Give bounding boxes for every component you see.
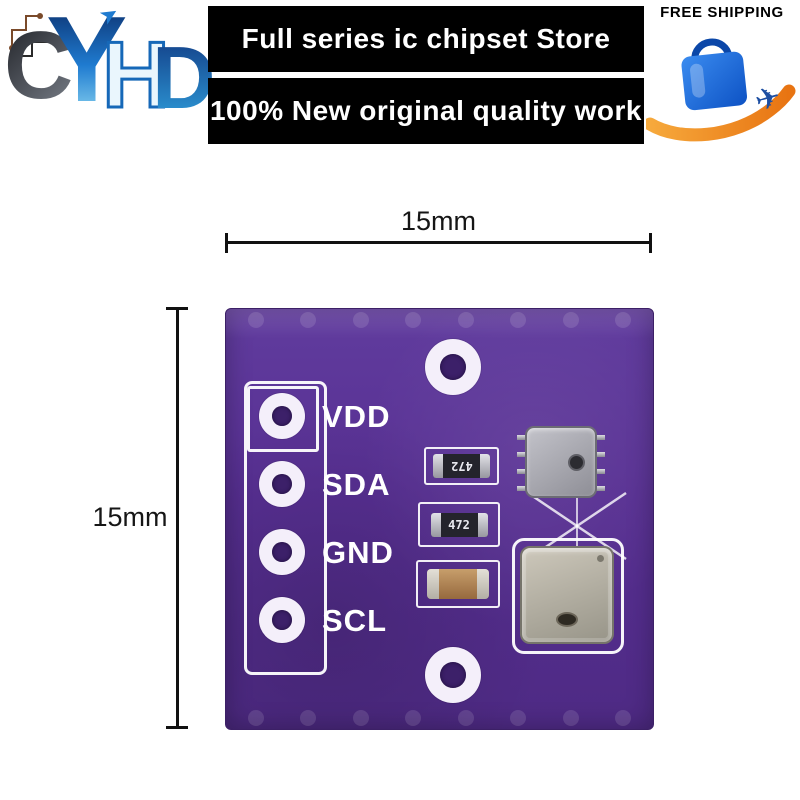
pad-hole [272, 406, 292, 426]
sensor-index-dot [597, 555, 604, 562]
logo-letter-y: Y [46, 0, 128, 127]
pad-vdd [259, 393, 305, 439]
pin-label-gnd: GND [322, 535, 394, 570]
header-banner: C Y H D ➤ Full series ic chipset Store 1… [0, 0, 800, 150]
width-dimension-line [225, 241, 652, 244]
pad-sda [259, 461, 305, 507]
mounting-hole-top [425, 339, 481, 395]
resistor1: 472 [433, 454, 490, 478]
sensor-metal-lid [525, 426, 597, 498]
pad-scl [259, 597, 305, 643]
resistor2: 472 [430, 512, 488, 537]
height-dimension-line [176, 308, 179, 728]
pin-label-scl: SCL [322, 603, 387, 638]
swoosh-arrow-icon [646, 84, 796, 142]
cyhd-logo: C Y H D ➤ [4, 0, 216, 148]
resistor2-marking: 472 [448, 517, 470, 532]
height-tick-top [166, 307, 188, 310]
free-shipping-label: FREE SHIPPING [660, 4, 784, 21]
pad-gnd [259, 529, 305, 575]
circuit-trace-icon [9, 13, 50, 59]
pcb-board: VDD SDA GND SCL 472 472 [225, 308, 654, 730]
pressure-sensor-silkscreen [512, 538, 624, 654]
pad-hole [272, 474, 292, 494]
mounting-hole-bore [440, 662, 466, 688]
logo-letter-d: D [152, 28, 216, 127]
sensor-port-hole [556, 612, 578, 627]
chip-pin [517, 469, 526, 474]
width-tick-right [649, 233, 652, 253]
capacitor [427, 569, 489, 599]
shopping-bag-icon [681, 38, 748, 111]
chip-pin [517, 452, 526, 457]
free-shipping-badge: FREE SHIPPING [646, 4, 798, 148]
resistor2-silkscreen: 472 [418, 502, 500, 547]
logo-letter-h: H [101, 22, 172, 127]
pin1-marker-square [247, 386, 319, 452]
capacitor-silkscreen [416, 560, 500, 608]
width-tick-left [225, 233, 228, 253]
height-tick-bottom [166, 726, 188, 729]
resistor1-marking: 472 [450, 459, 473, 473]
sensor-vent-hole [568, 454, 585, 471]
width-dimension-label: 15mm [400, 206, 476, 236]
pin-header-silkscreen [244, 381, 327, 675]
logo-letter-c: C [4, 12, 74, 119]
store-banner: Full series ic chipset Store 100% New or… [208, 6, 644, 144]
chip-pin [517, 435, 526, 440]
shipping-graphic: ✈ [646, 38, 796, 142]
ghost-pads-top [248, 312, 631, 328]
chip-pin [596, 486, 605, 491]
pad-hole [272, 610, 292, 630]
height-dimension-label: 15mm [92, 502, 168, 532]
mounting-hole-bore [440, 354, 466, 380]
pad-hole [272, 542, 292, 562]
pin-label-vdd: VDD [322, 399, 391, 434]
chip-pin [596, 469, 605, 474]
store-banner-line1: Full series ic chipset Store [208, 6, 644, 72]
resistor1-silkscreen: 472 [424, 447, 499, 485]
pressure-sensor-chip [520, 546, 614, 644]
pin-label-sda: SDA [322, 467, 391, 502]
ghost-pads-bottom [248, 710, 631, 726]
chip-pin [596, 452, 605, 457]
chip-pin [517, 486, 526, 491]
humidity-sensor-chip [517, 426, 605, 498]
mounting-hole-bottom [425, 647, 481, 703]
store-banner-line2: 100% New original quality work [208, 78, 644, 144]
chip-pin [596, 435, 605, 440]
